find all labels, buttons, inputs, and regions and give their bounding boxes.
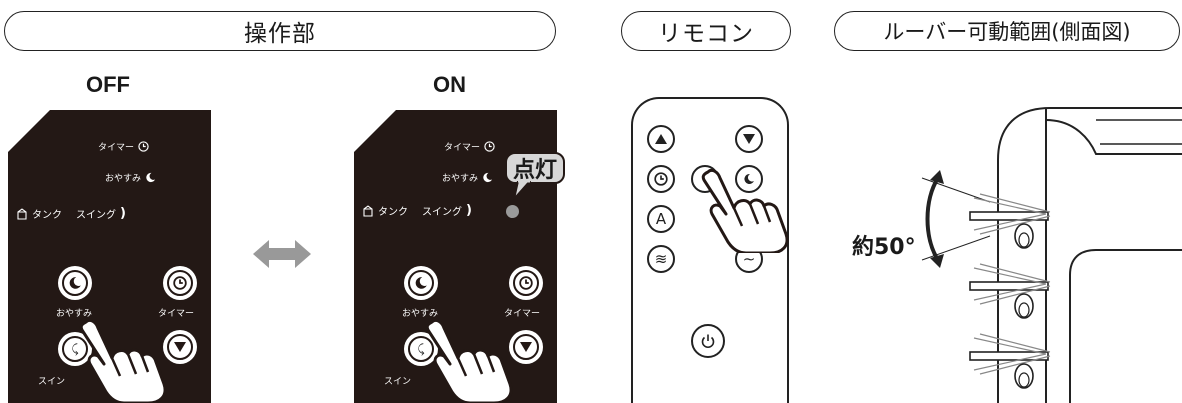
timer-button-label: タイマー [158, 309, 195, 319]
swing-button-label: スイン [38, 377, 66, 387]
triangle-down-icon [743, 134, 755, 144]
section-header-louver-label: ルーバー可動範囲(側面図) [883, 20, 1131, 44]
tank-icon [16, 207, 28, 220]
letter-a-icon: A [655, 210, 667, 228]
timer-indicator-label: タイマー [98, 143, 135, 153]
swing-indicator-label: スイング [76, 210, 116, 221]
down-button[interactable] [163, 330, 197, 364]
hand-pointer-icon [79, 318, 167, 403]
triangle-down-icon [520, 342, 532, 352]
clock-icon [654, 172, 668, 186]
triangle-down-icon [174, 342, 186, 352]
timer-indicator-label: タイマー [444, 143, 481, 153]
timer-button[interactable] [509, 266, 543, 300]
sleep-button-label: おやすみ [56, 309, 93, 319]
state-label-on: ON [433, 72, 466, 97]
remote-up-button[interactable] [647, 125, 675, 153]
swing-indicator-label: スイング [422, 207, 462, 218]
section-header-louver: ルーバー可動範囲(側面図) [834, 11, 1180, 51]
clock-icon [173, 276, 187, 290]
tank-icon [362, 204, 374, 217]
swing-icon: ) [120, 206, 126, 221]
moon-icon [744, 173, 754, 184]
state-label-off: OFF [86, 72, 130, 97]
timer-indicator: タイマー [444, 140, 495, 153]
remote-auto-button[interactable]: A [647, 205, 675, 233]
louver-side-view [921, 107, 1182, 403]
tilde-icon: ∼ [742, 250, 756, 268]
section-header-remote: リモコン [621, 11, 791, 51]
moon-icon [415, 277, 427, 289]
section-header-remote-label: リモコン [658, 21, 754, 47]
timer-indicator: タイマー [98, 140, 149, 153]
sleep-indicator: おやすみ [442, 171, 493, 184]
lit-callout: 点灯 [505, 152, 566, 184]
remote-fan-button[interactable]: ≋ [647, 245, 675, 273]
section-header-control-panel-label: 操作部 [244, 21, 316, 47]
angle-arc [925, 176, 940, 262]
remote-sleep-button[interactable] [735, 165, 763, 193]
remote-timer-button[interactable] [647, 165, 675, 193]
sleep-button[interactable] [404, 266, 438, 300]
sleep-button[interactable] [58, 266, 92, 300]
remote-down-button[interactable] [735, 125, 763, 153]
moon-icon [69, 277, 81, 289]
clock-icon [138, 141, 149, 152]
sleep-indicator-label: おやすみ [105, 174, 142, 184]
callout-pointer [513, 181, 531, 200]
remote-power-button[interactable] [691, 324, 725, 358]
swing-lamp-lit [506, 205, 519, 218]
wave-icon: ≋ [654, 250, 668, 268]
hand-pointer-icon [425, 318, 513, 403]
angle-guide-bottom [921, 235, 991, 261]
timer-button[interactable] [163, 266, 197, 300]
sleep-indicator: おやすみ [105, 171, 156, 184]
angle-label: 約50° [852, 235, 916, 260]
lit-callout-label: 点灯 [513, 158, 558, 183]
sleep-button-label: おやすみ [402, 309, 439, 319]
louver-3 [969, 333, 1051, 389]
louver-1 [969, 193, 1051, 249]
swing-icon: ⤹ [417, 341, 425, 356]
down-button[interactable] [509, 330, 543, 364]
double-arrow-icon [253, 240, 311, 268]
hand-pointer-icon [701, 168, 789, 253]
swing-icon: ⤹ [71, 341, 79, 356]
sleep-indicator-label: おやすみ [442, 174, 479, 184]
tank-indicator-label: タンク [378, 207, 408, 218]
swing-button-label: スイン [384, 377, 412, 387]
louver-2 [969, 263, 1051, 319]
timer-button-label: タイマー [504, 309, 541, 319]
angle-guide-top [921, 177, 991, 203]
clock-icon [484, 141, 495, 152]
clock-icon [519, 276, 533, 290]
swing-icon: ) [466, 203, 472, 218]
tank-indicator-label: タンク [32, 210, 62, 221]
triangle-up-icon [655, 134, 667, 144]
moon-icon [482, 172, 493, 183]
tank-swing-indicator: タンク スイング ) [362, 203, 472, 218]
tank-swing-indicator: タンク スイング ) [16, 206, 126, 221]
moon-icon [145, 172, 156, 183]
power-icon [701, 334, 715, 349]
section-header-control-panel: 操作部 [4, 11, 556, 51]
